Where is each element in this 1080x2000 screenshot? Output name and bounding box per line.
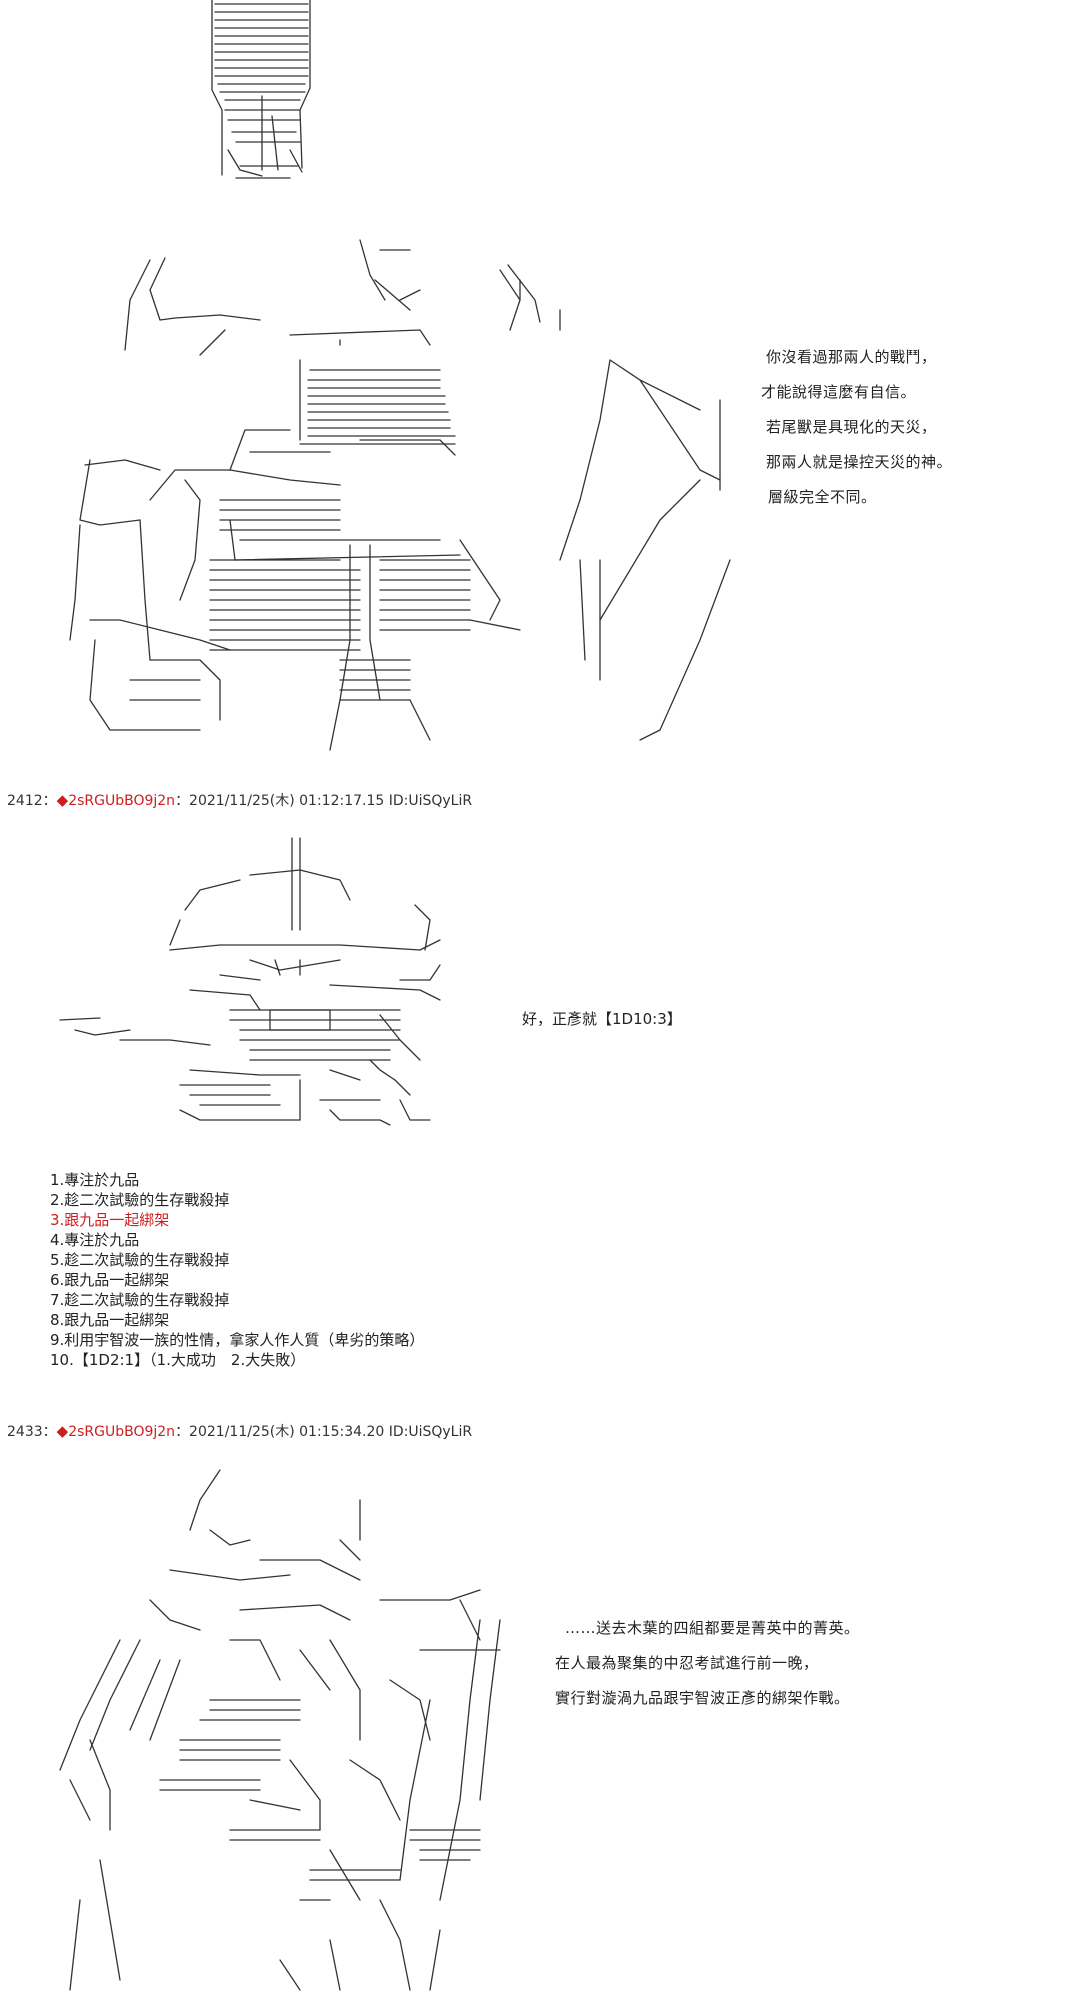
dice-roll-text: 好，正彥就【1D10:3】 <box>522 1010 682 1028</box>
poster-trip[interactable]: 2sRGUbBO9j2n <box>68 1424 176 1440</box>
post-number: 2433 <box>7 1424 43 1440</box>
trip-diamond-icon: ◆ <box>56 1422 69 1440</box>
narration-line: 實行對漩渦九品跟宇智波正彥的綁架作戰。 <box>555 1689 850 1707</box>
choice-item: 8.跟九品一起綁架 <box>50 1311 170 1329</box>
trip-diamond-icon: ◆ <box>56 791 69 809</box>
choice-item-selected: 3.跟九品一起綁架 <box>50 1211 170 1229</box>
choice-item: 1.專注於九品 <box>50 1171 140 1189</box>
narration-line: 若尾獸是具現化的天災， <box>766 418 937 436</box>
narration-line: ……送去木葉的四組都要是菁英中的菁英。 <box>565 1619 860 1637</box>
post-separator: ： <box>42 1424 57 1440</box>
post-meta: ：2021/11/25(木) 01:12:17.15 ID:UiSQyLiR <box>175 793 473 809</box>
choice-item: 5.趁二次試驗的生存戰殺掉 <box>50 1251 230 1269</box>
narration-line: 在人最為聚集的中忍考試進行前一晚， <box>555 1654 819 1672</box>
post-separator: ： <box>42 793 57 809</box>
panel-1-narration: 你沒看過那兩人的戰鬥， 才能說得這麼有自信。 若尾獸是具現化的天災， 那兩人就是… <box>758 340 952 515</box>
post-number: 2412 <box>7 793 43 809</box>
narration-line: 層級完全不同。 <box>768 488 877 506</box>
poster-trip[interactable]: 2sRGUbBO9j2n <box>68 793 176 809</box>
post-meta: ：2021/11/25(木) 01:15:34.20 ID:UiSQyLiR <box>175 1424 473 1440</box>
narration-line: 那兩人就是操控天災的神。 <box>766 453 953 471</box>
panel-3-narration: ……送去木葉的四組都要是菁英中的菁英。 在人最為聚集的中忍考試進行前一晚， 實行… <box>555 1611 860 1716</box>
choice-item: 9.利用宇智波一族的性情，拿家人作人質（卑劣的策略） <box>50 1331 425 1349</box>
narration-line: 你沒看過那兩人的戰鬥， <box>766 348 937 366</box>
post-header-2412: 2412：◆2sRGUbBO9j2n：2021/11/25(木) 01:12:1… <box>7 790 472 810</box>
choice-item: 10.【1D2:1】（1.大成功 2.大失敗） <box>50 1351 306 1369</box>
choice-list: 1.專注於九品 2.趁二次試驗的生存戰殺掉 3.跟九品一起綁架 4.專注於九品 … <box>50 1170 424 1370</box>
choice-item: 7.趁二次試驗的生存戰殺掉 <box>50 1291 230 1309</box>
narration-line: 才能說得這麼有自信。 <box>761 383 917 401</box>
post-header-2433: 2433：◆2sRGUbBO9j2n：2021/11/25(木) 01:15:3… <box>7 1421 472 1441</box>
choice-item: 6.跟九品一起綁架 <box>50 1271 170 1289</box>
choice-item: 4.專注於九品 <box>50 1231 140 1249</box>
choice-item: 2.趁二次試驗的生存戰殺掉 <box>50 1191 230 1209</box>
